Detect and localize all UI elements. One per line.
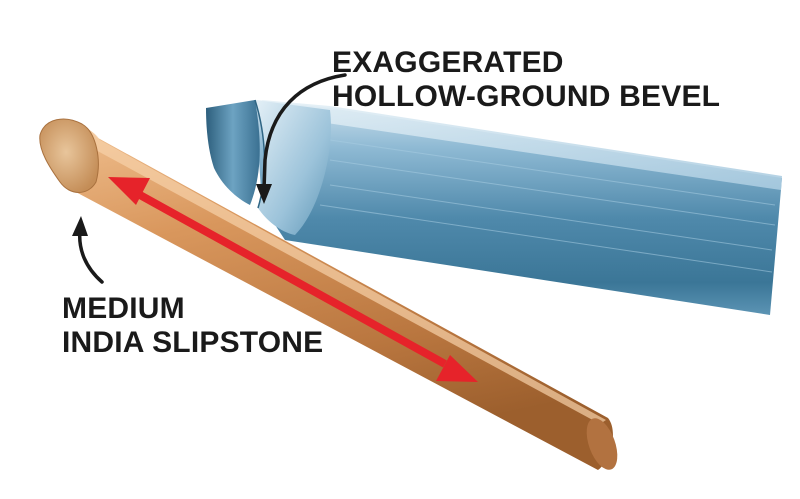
stroke-arrowhead-lower	[436, 355, 478, 382]
slipstone-far-end	[586, 418, 618, 470]
gouge-flute	[206, 100, 260, 205]
callout-leaders	[72, 73, 347, 284]
stroke-direction-arrow	[108, 177, 478, 382]
stroke-arrow-shaft	[138, 191, 447, 368]
gouge-streaks	[319, 139, 776, 273]
gouge	[206, 99, 782, 315]
slipstone-label-line1: MEDIUM	[62, 292, 185, 325]
stone-leader-arrow	[77, 228, 104, 284]
bevel-leader-arrow	[262, 73, 347, 192]
gouge-bevel	[255, 100, 331, 235]
slipstone-label-line2: INDIA SLIPSTONE	[62, 326, 324, 359]
gouge-top-surface	[262, 100, 782, 190]
slipstone-callout-label: MEDIUM INDIA SLIPSTONE	[62, 292, 323, 360]
bevel-callout-label: EXAGGERATED HOLLOW-GROUND BEVEL	[332, 46, 720, 114]
bevel-label-line1: EXAGGERATED	[332, 46, 564, 79]
gouge-shaft	[255, 100, 782, 315]
stone-leader-arrowhead	[72, 216, 88, 236]
stroke-arrowhead-upper	[108, 177, 150, 205]
slipstone-highlight	[70, 125, 606, 424]
slipstone-end-face	[39, 118, 99, 193]
bevel-label-line2: HOLLOW-GROUND BEVEL	[332, 80, 721, 113]
bevel-leader-arrowhead	[256, 184, 272, 204]
